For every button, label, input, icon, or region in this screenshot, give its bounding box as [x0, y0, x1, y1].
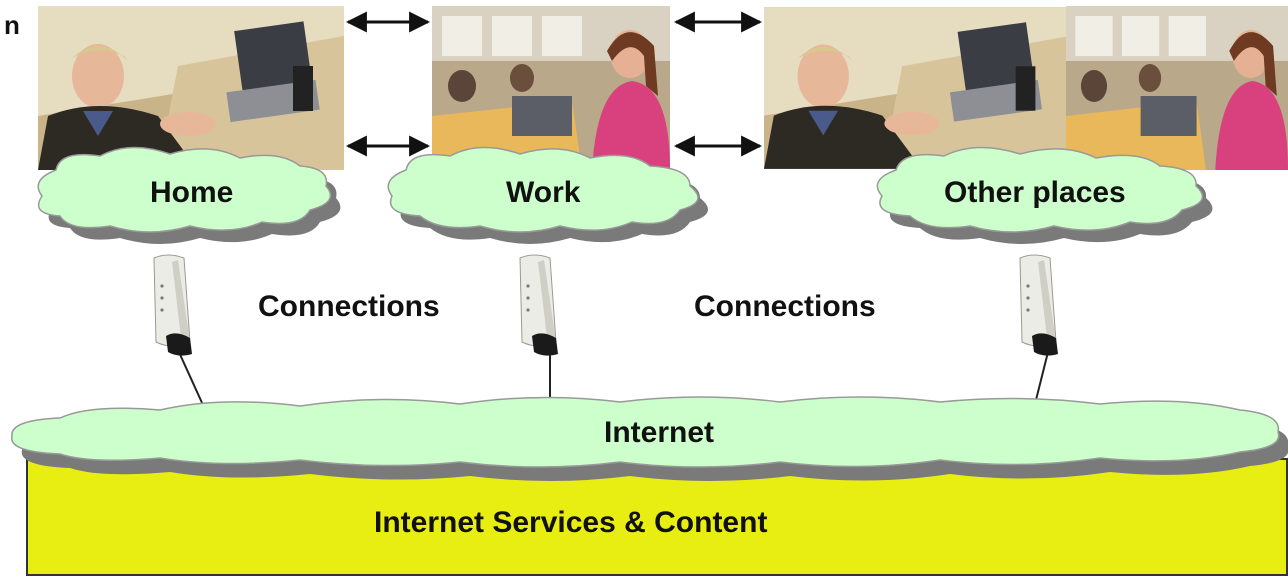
photo-work [432, 6, 670, 170]
other-places-cloud [876, 146, 1213, 244]
label-work: Work [506, 176, 581, 209]
internet-cloud [11, 396, 1288, 481]
modem-home-icon [153, 254, 192, 356]
line-other [1035, 351, 1049, 401]
photo-other-1 [764, 6, 1066, 170]
home-cloud [37, 146, 341, 244]
corner-text: n [4, 10, 20, 40]
label-services: Internet Services & Content [374, 506, 768, 539]
modem-work-icon [519, 254, 558, 356]
label-connections-left: Connections [258, 290, 440, 323]
label-internet: Internet [604, 416, 715, 449]
modem-other-icon [1019, 254, 1058, 356]
photo-other-2 [1066, 6, 1288, 170]
work-cloud [387, 146, 708, 244]
label-other-places: Other places [944, 176, 1126, 209]
photo-home [38, 6, 344, 170]
label-home: Home [150, 176, 234, 209]
label-connections-right: Connections [694, 290, 876, 323]
